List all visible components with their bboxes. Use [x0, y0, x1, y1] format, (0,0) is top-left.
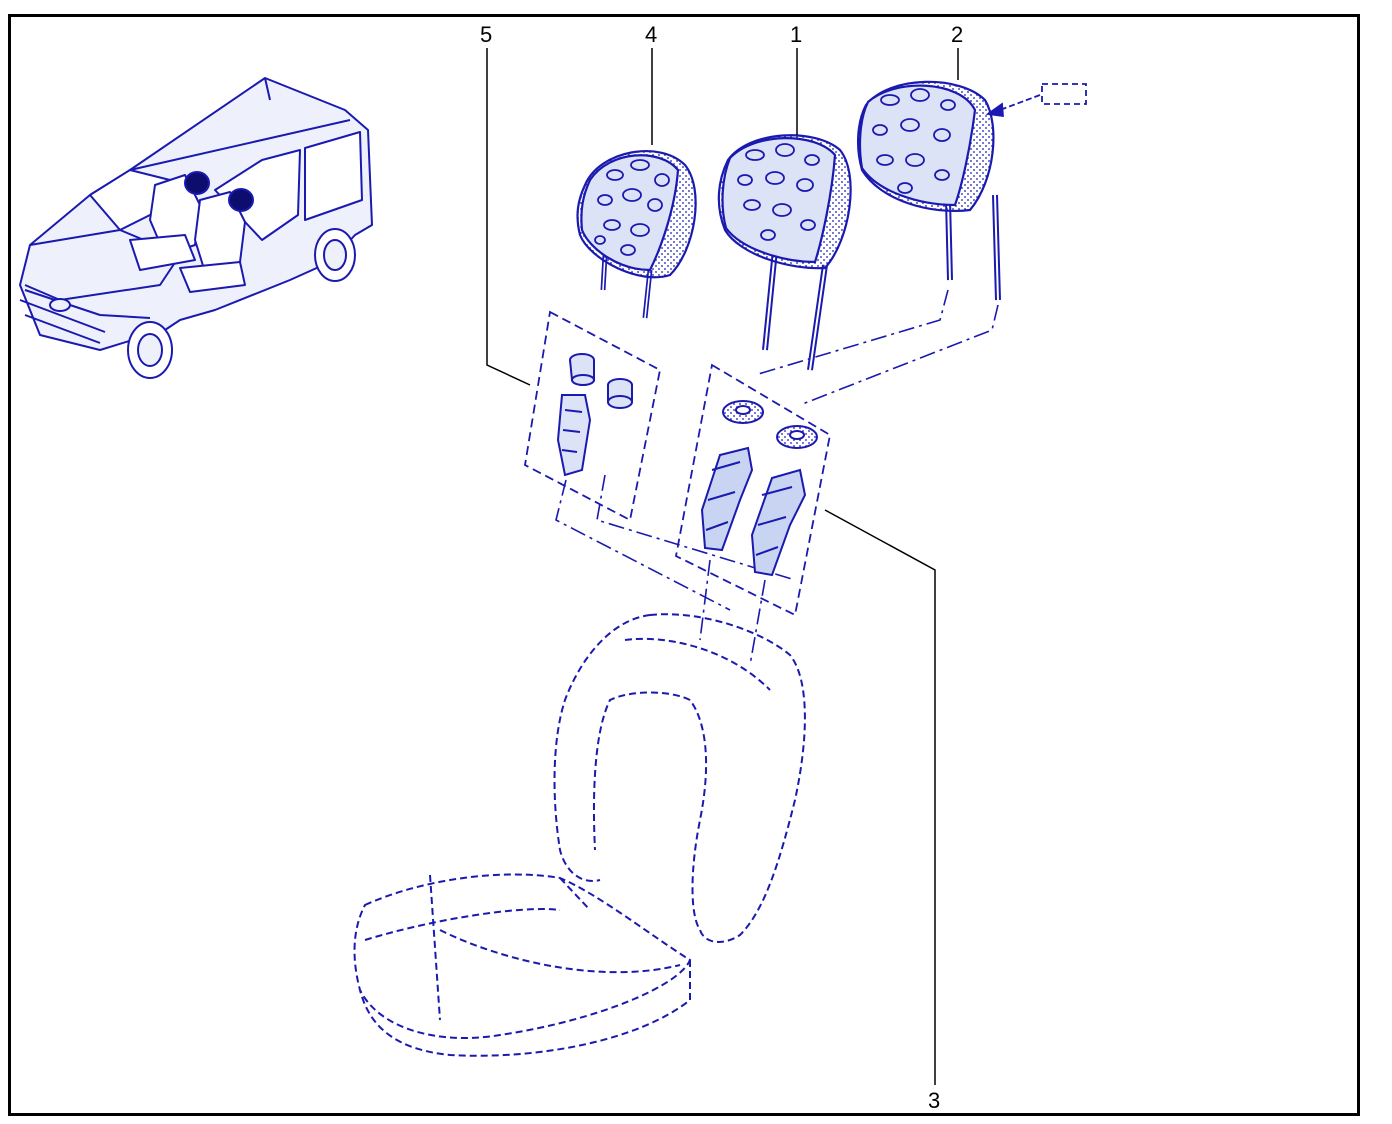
- diagram-frame: [8, 14, 1360, 1116]
- callout-leaders: [486, 48, 959, 1085]
- headrest-4-icon: [576, 150, 697, 319]
- group-box-5: [524, 310, 662, 522]
- callout-2: 2: [951, 22, 964, 47]
- callout-5: 5: [480, 22, 493, 47]
- headrest-2-icon: [857, 80, 1001, 301]
- headrest-1-icon: [717, 134, 852, 371]
- callout-3: 3: [928, 1088, 941, 1113]
- callout-1: 1: [790, 22, 803, 47]
- assembly-leader-lines: [555, 289, 999, 666]
- headrest-guides-3-icon: [700, 400, 818, 577]
- van-thumbnail-icon: [19, 77, 373, 379]
- blank-label-box-icon: [985, 83, 1087, 118]
- callout-4: 4: [645, 22, 658, 47]
- headrest-guides-5-icon: [556, 353, 633, 477]
- group-box-3: [674, 363, 832, 617]
- seat-outline-icon: [353, 613, 806, 1057]
